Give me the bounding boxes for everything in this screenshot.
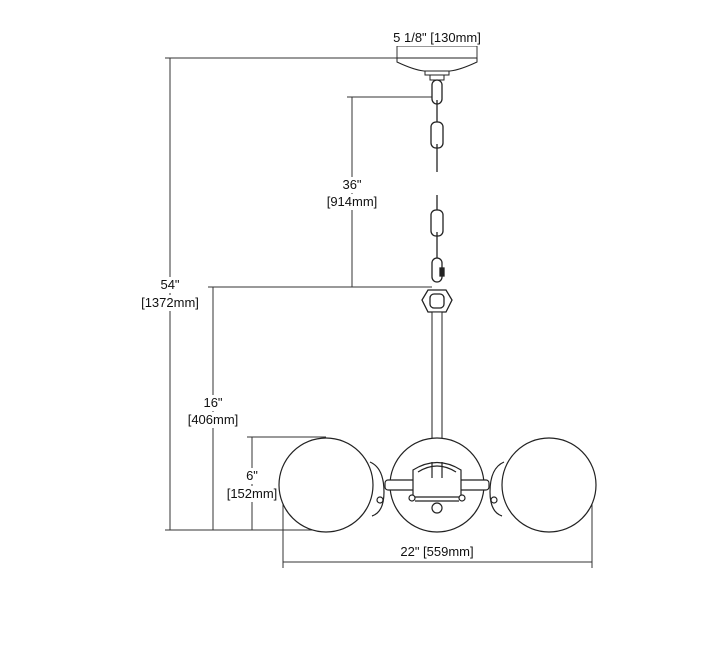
fixture-height-in-label: 16" — [203, 395, 223, 411]
canopy-width-label: 5 1/8" [130mm] — [393, 30, 481, 46]
overall-width-label: 22" [559mm] — [400, 544, 474, 560]
globe-height-mm-label: [152mm] — [226, 486, 278, 502]
dimension-lines — [165, 40, 593, 568]
canopy — [396, 57, 478, 81]
chain — [421, 79, 453, 313]
chain-length-mm-label: [914mm] — [326, 194, 378, 210]
globe-height-in-label: 6" — [246, 468, 258, 484]
fixture-height-mm-label: [406mm] — [187, 412, 239, 428]
overall-height-in-label: 54" — [160, 277, 180, 293]
chain-length-in-label: 36" — [342, 177, 362, 193]
globes — [278, 437, 597, 533]
overall-height-mm-label: [1372mm] — [141, 295, 199, 311]
